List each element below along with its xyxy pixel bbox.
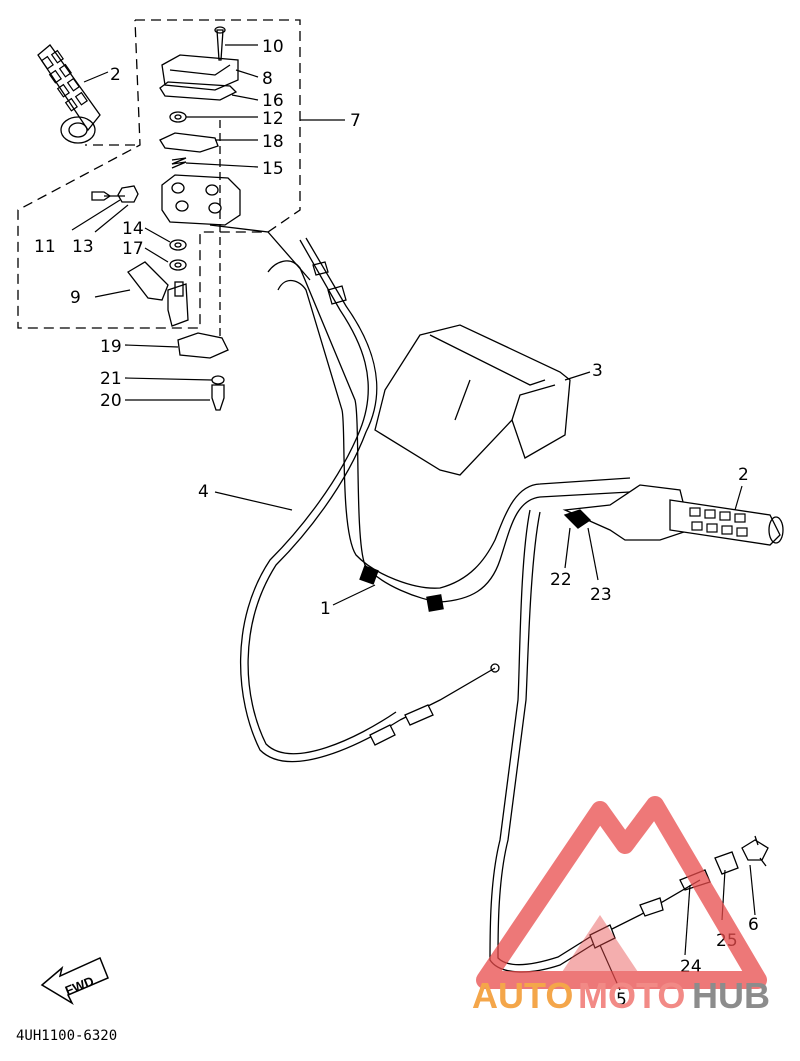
callout-24: 22 — [550, 570, 572, 590]
callout-11: 9 — [70, 288, 81, 308]
left-grip — [37, 44, 101, 144]
right-grip-assembly — [562, 484, 784, 546]
callout-3: 3 — [592, 361, 603, 381]
callout-2-left: 2 — [110, 65, 121, 85]
fwd-arrow-icon: FWD — [40, 956, 109, 1005]
cable-4 — [239, 237, 500, 763]
callout-15: 13 — [72, 237, 94, 257]
watermark-logo — [476, 796, 767, 989]
callout-18: 16 — [262, 91, 284, 111]
watermark-triangle-icon — [476, 796, 767, 989]
assembly-group-9-outline — [17, 19, 301, 329]
callout-14: 12 — [262, 109, 284, 129]
watermark-moto: MOTO — [578, 975, 685, 1016]
callout-5: 5 — [616, 990, 627, 1010]
callout-6: 6 — [748, 915, 759, 935]
handlebar — [267, 260, 631, 612]
handlebar-cover — [374, 324, 571, 476]
callout-19: 17 — [122, 239, 144, 259]
small-parts-6-7-8 — [679, 835, 769, 891]
callout-12: 10 — [262, 37, 284, 57]
callout-13: 11 — [34, 237, 56, 257]
callout-17: 15 — [262, 159, 284, 179]
callout-21: 19 — [100, 337, 122, 357]
callout-16: 14 — [122, 219, 144, 239]
callout-1: 1 — [320, 599, 331, 619]
callout-22: 20 — [100, 391, 122, 411]
cable-5 — [489, 509, 701, 973]
watermark-hub: HUB — [692, 975, 770, 1016]
callout-25: 23 — [590, 585, 612, 605]
watermark-text: AUTO MOTO HUB — [472, 975, 770, 1016]
callout-23: 21 — [100, 369, 122, 389]
callout-2-right: 2 — [738, 465, 749, 485]
watermark-auto: AUTO — [472, 975, 573, 1016]
callout-9: 7 — [350, 111, 361, 131]
diagram-code: 4UH1100-6320 — [16, 1028, 117, 1044]
leader-lines — [71, 44, 756, 991]
callout-10: 8 — [262, 69, 273, 89]
callout-20: 18 — [262, 132, 284, 152]
callout-4: 4 — [198, 482, 209, 502]
